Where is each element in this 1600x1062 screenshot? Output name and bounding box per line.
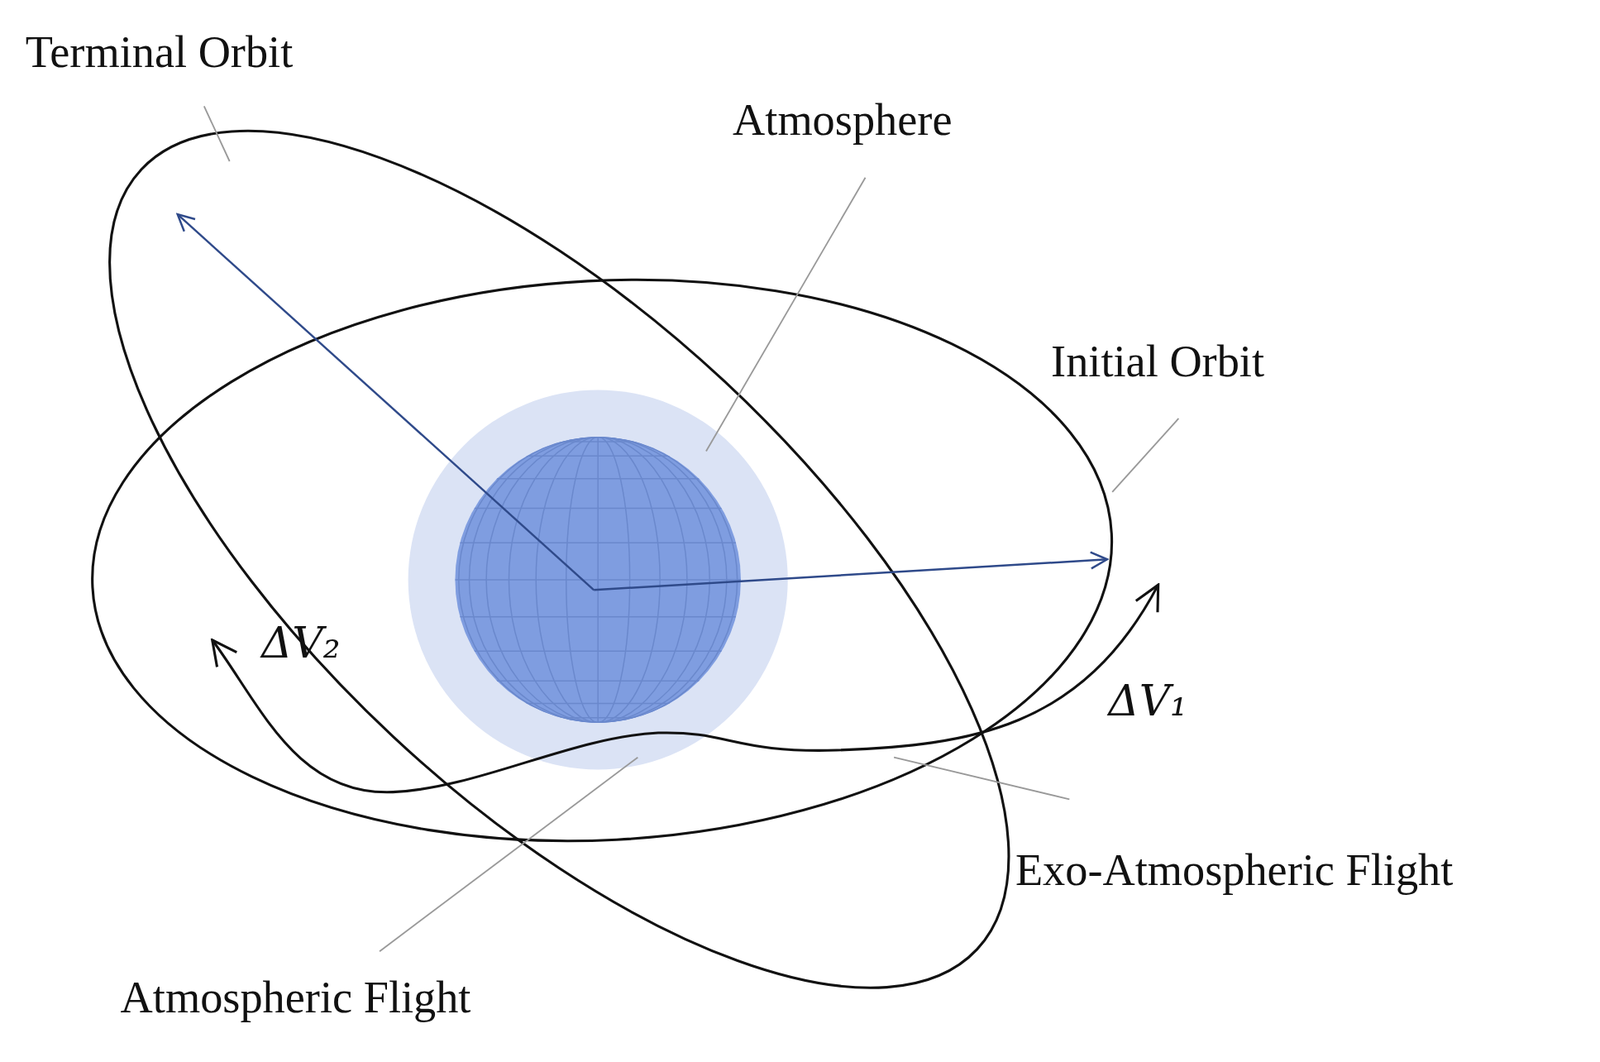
transfer-trajectory [212, 584, 1159, 793]
orbit-label: Initial Orbit [1050, 337, 1265, 387]
atmosphere-layer [408, 389, 789, 769]
atmosphere-label: Atmosphere [732, 95, 952, 146]
leader-lines [204, 105, 1180, 951]
delta-v-label: ΔV₁ [1108, 677, 1188, 725]
delta-v-label: ΔV₂ [261, 619, 341, 667]
terminal-orbit [0, 0, 1143, 1061]
radius-vector [593, 558, 1108, 590]
earth-globe [454, 436, 741, 723]
globe-grid [454, 436, 741, 723]
flight-phase-label: Exo-Atmospheric Flight [1015, 845, 1453, 896]
orbit-label: Terminal Orbit [25, 28, 293, 79]
flight-phase-label: Atmospheric Flight [120, 973, 472, 1023]
radius-vector [177, 214, 595, 590]
